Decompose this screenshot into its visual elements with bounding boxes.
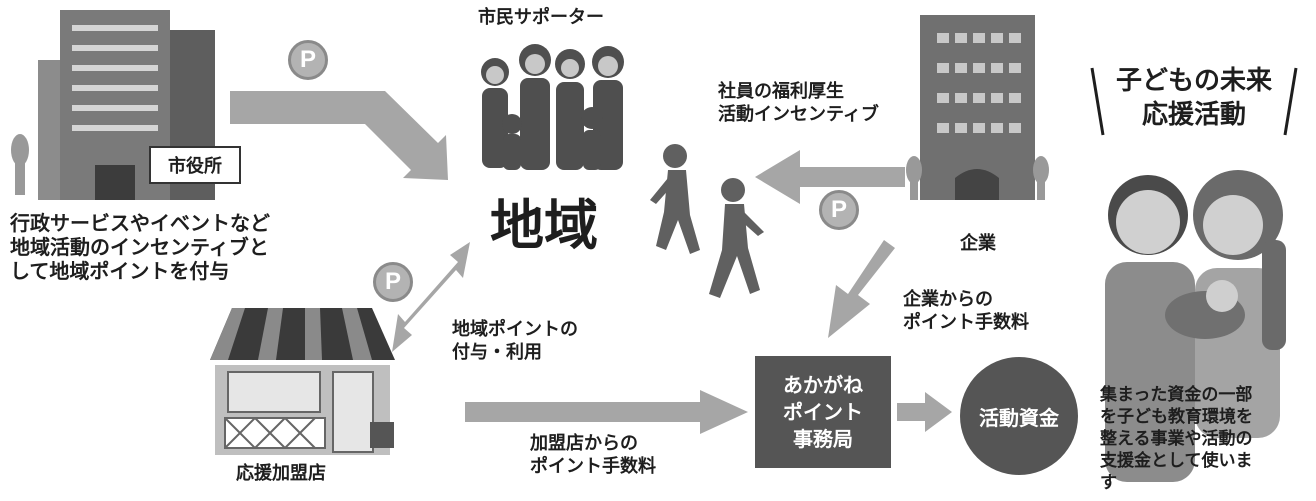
- store-exchange-line: 地域ポイントの: [452, 319, 578, 340]
- city-hall-building-icon: [11, 10, 241, 200]
- company-benefit-text: 社員の福利厚生 活動インセンティブ: [718, 80, 879, 126]
- point-badge-icon: P: [288, 40, 328, 80]
- store-fee-text: 加盟店からの ポイント手数料: [530, 432, 656, 478]
- runners-icon: [650, 144, 764, 298]
- children-heading-line: 応援活動: [1141, 100, 1246, 130]
- office-line: ポイント: [783, 399, 863, 424]
- city-hall-sign: 市役所: [168, 156, 222, 177]
- children-description: 集まった資金の一部 を子ども教育環境を 整える事業や活動の 支援金として使いま …: [1100, 384, 1253, 494]
- city-hall-description-line: して地域ポイントを付与: [10, 259, 230, 283]
- children-description-line: 支援金として使いま: [1100, 451, 1253, 471]
- region-label: 地域: [490, 194, 598, 257]
- store-exchange-text: 地域ポイントの 付与・利用: [452, 318, 578, 364]
- company-building-icon: [906, 15, 1049, 200]
- point-badge-icon: P: [819, 190, 859, 230]
- arrows: [230, 91, 952, 434]
- children-heading-line: 子どもの未来: [1115, 66, 1272, 96]
- arrow-office-to-fund: [897, 392, 952, 432]
- arrow-city-to-region: [230, 91, 448, 180]
- company-benefit-line: 社員の福利厚生: [718, 81, 844, 102]
- children-heading: 子どもの未来 応援活動: [1104, 64, 1284, 132]
- city-hall-description: 行政サービスやイベントなど 地域活動のインセンティブと して地域ポイントを付与: [10, 211, 270, 283]
- children-description-line: す: [1100, 473, 1117, 493]
- point-badge-icon: P: [373, 262, 413, 302]
- store-fee-line: ポイント手数料: [530, 456, 656, 477]
- company-fee-line: 企業からの: [903, 289, 993, 310]
- arrow-store-to-office: [465, 390, 748, 434]
- office-line: 事務局: [793, 426, 853, 451]
- fund-circle: 活動資金: [960, 357, 1078, 475]
- arrow-store-region-double: [392, 242, 470, 352]
- point-badge-letter: P: [830, 196, 847, 223]
- children-description-line: 整える事業や活動の: [1100, 429, 1253, 449]
- city-hall-description-line: 行政サービスやイベントなど: [10, 211, 270, 235]
- children-description-line: を子ども教育環境を: [1100, 407, 1253, 427]
- company-label: 企業: [960, 233, 996, 254]
- store-label: 応援加盟店: [236, 463, 326, 484]
- children-description-line: 集まった資金の一部: [1100, 385, 1253, 405]
- company-benefit-line: 活動インセンティブ: [718, 104, 879, 125]
- arrow-company-to-office: [828, 240, 895, 338]
- citizens-label: 市民サポーター: [478, 7, 604, 28]
- store-exchange-line: 付与・利用: [452, 342, 542, 363]
- company-fee-text: 企業からの ポイント手数料: [903, 288, 1029, 334]
- point-badge-letter: P: [299, 46, 316, 73]
- office-line: あかがね: [783, 372, 863, 397]
- heading-slashes: [1090, 67, 1298, 136]
- city-hall-description-line: 地域活動のインセンティブと: [10, 235, 269, 259]
- citizens-group-icon: [481, 44, 624, 170]
- office-box: あかがね ポイント 事務局: [755, 356, 891, 468]
- store-fee-line: 加盟店からの: [530, 433, 638, 454]
- point-badge-letter: P: [384, 268, 401, 295]
- fund-label: 活動資金: [979, 405, 1059, 430]
- family-icon: [1105, 170, 1286, 482]
- company-fee-line: ポイント手数料: [903, 312, 1029, 333]
- arrow-company-to-runners: [755, 150, 905, 204]
- store-building-icon: [210, 308, 395, 455]
